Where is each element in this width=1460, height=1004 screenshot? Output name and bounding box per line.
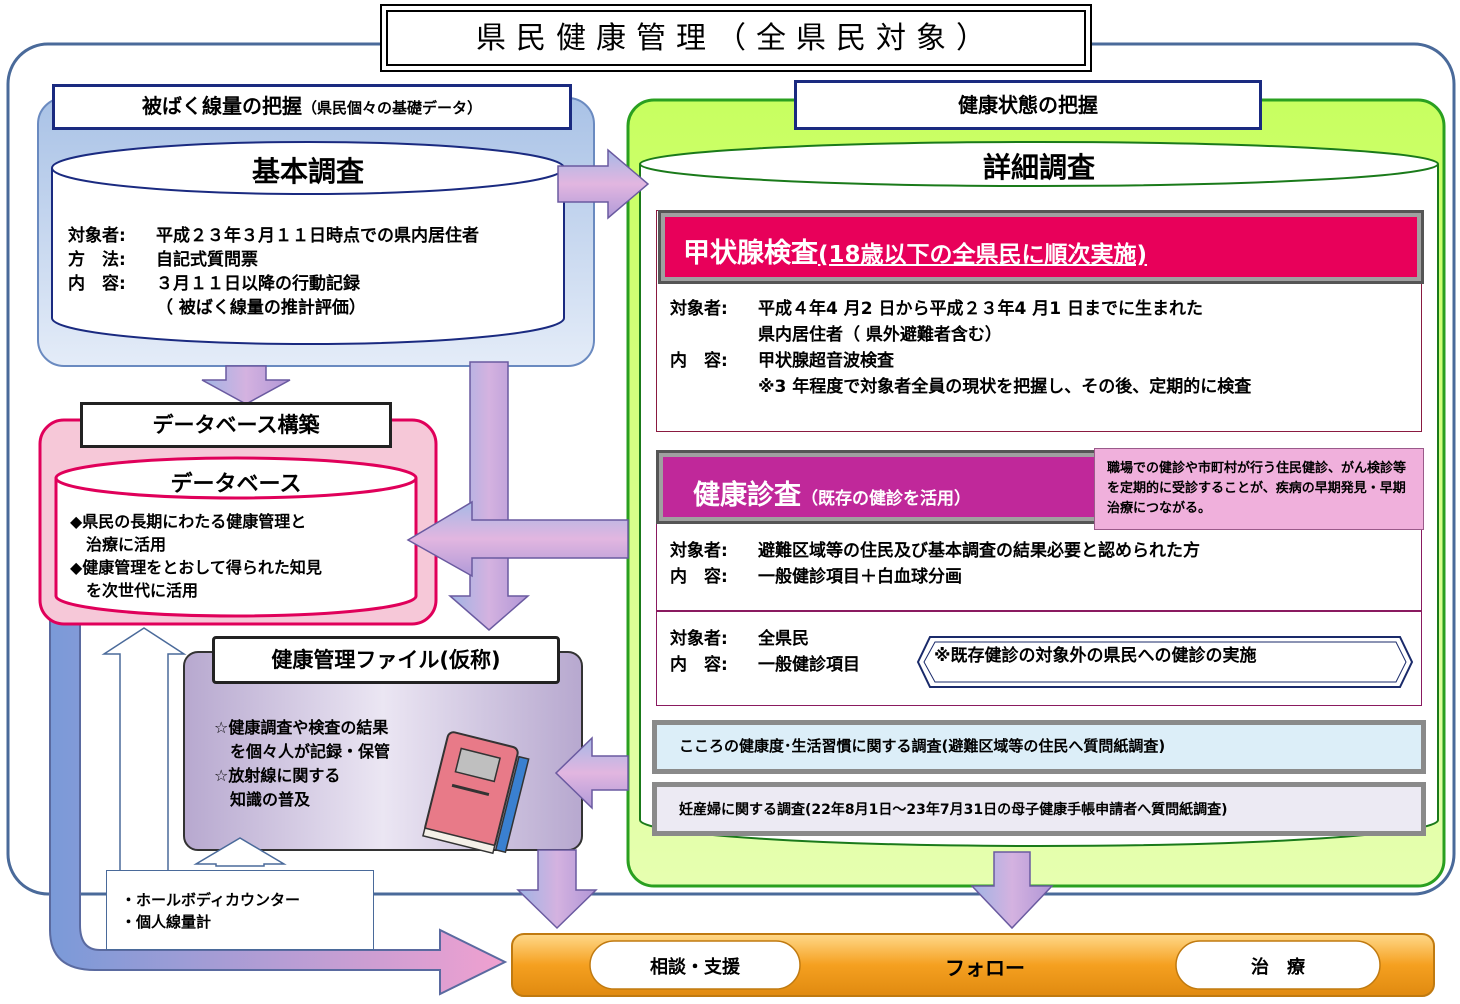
row-value: 平成２３年３月１１日時点での県内居住者 bbox=[156, 226, 479, 246]
notebook-icon bbox=[422, 731, 530, 855]
basic-row: 内 容: ３月１１日以降の行動記録 bbox=[68, 272, 558, 296]
thyroid-title: 甲状腺検査 bbox=[683, 238, 818, 269]
database-bullet: を次世代に活用 bbox=[70, 581, 199, 600]
row-key: 対象者: bbox=[670, 629, 728, 649]
database-title: データベース bbox=[170, 472, 302, 497]
database-bullet: ◆県民の長期にわたる健康管理と bbox=[70, 512, 307, 531]
health-file-bullet: を個々人が記録・保管 bbox=[214, 742, 391, 761]
arrow-file-to-follow bbox=[516, 849, 598, 930]
database-header: データベース構築 bbox=[80, 402, 392, 448]
basic-survey-rows: 対象者: 平成２３年３月１１日時点での県内居住者 方 法: 自記式質問票 内 容: ３… bbox=[68, 224, 558, 320]
row-value: ３月１１日以降の行動記録 bbox=[156, 274, 360, 294]
row-key bbox=[670, 374, 758, 400]
survey-bar-1: こころの健康度･生活習慣に関する調査(避難区域等の住民へ質問紙調査) bbox=[652, 720, 1426, 774]
hollow-arrow-to-file bbox=[193, 837, 287, 867]
checkup-callout: ※既存健診の対象外の県民への健診の実施 bbox=[934, 646, 1257, 666]
checkup-row: 内 容: 一般健診項目＋白血球分画 bbox=[670, 564, 1410, 590]
checkup-row: 内 容: 一般健診項目 bbox=[670, 652, 920, 678]
row-value: 自記式質問票 bbox=[156, 250, 258, 270]
main-title-box: 県民健康管理（全県民対象） bbox=[380, 4, 1092, 72]
thyroid-band: 甲状腺検査(18歳以下の全県民に順次実施) bbox=[658, 210, 1424, 284]
bottom-follow-arrow bbox=[49, 619, 508, 996]
follow-left-label: 相談・支援 bbox=[650, 957, 740, 978]
database-cylinder bbox=[54, 478, 418, 618]
health-file-header: 健康管理ファイル(仮称) bbox=[212, 636, 560, 684]
arrow-basic-to-detail bbox=[557, 148, 650, 220]
right-panel-header: 健康状態の把握 bbox=[794, 80, 1262, 130]
measurement-box: ・ホールボディカウンター ・個人線量計 bbox=[106, 870, 374, 950]
database-bullet: ◆健康管理をとおして得られた知見 bbox=[70, 558, 322, 577]
checkup-row: 対象者: 避難区域等の住民及び基本調査の結果必要と認められた方 bbox=[670, 538, 1410, 564]
checkup-title-sub: （既存の健診を活用） bbox=[801, 489, 971, 509]
checkup-row: 対象者: 全県民 bbox=[670, 626, 920, 652]
row-value: 全県民 bbox=[758, 629, 809, 649]
row-value: 一般健診項目＋白血球分画 bbox=[758, 567, 962, 587]
checkup-title: 健康診査 bbox=[693, 480, 801, 511]
health-file-bullet: ☆健康調査や検査の結果 bbox=[214, 718, 389, 737]
main-title: 県民健康管理（全県民対象） bbox=[476, 21, 996, 56]
row-value: 甲状腺超音波検査 bbox=[758, 351, 894, 371]
measurement-item: ・個人線量計 bbox=[121, 913, 212, 931]
health-file-bullet: ☆放射線に関する bbox=[214, 766, 341, 785]
row-value: 県内居住者（ 県外避難者含む） bbox=[758, 325, 1002, 345]
row-key: 対象者: bbox=[670, 541, 728, 561]
follow-right-pill bbox=[1175, 940, 1381, 990]
left-panel-header: 被ばく線量の把握（県民個々の基礎データ） bbox=[52, 84, 572, 130]
row-key bbox=[68, 296, 156, 320]
basic-row: 対象者: 平成２３年３月１１日時点での県内居住者 bbox=[68, 224, 558, 248]
arrow-detail-to-database bbox=[406, 500, 629, 578]
left-panel-header-sub: （県民個々の基礎データ） bbox=[301, 99, 482, 117]
left-panel-header-text: 被ばく線量の把握 bbox=[141, 94, 302, 118]
row-value: ※3 年程度で対象者全員の現状を把握し、その後、定期的に検査 bbox=[758, 377, 1252, 397]
row-key: 内 容: bbox=[670, 567, 728, 587]
arrow-detail-to-file bbox=[554, 736, 629, 810]
checkup-note: 職場での健診や市町村が行う住民健診、がん検診等を定期的に受診することが、疾病の早… bbox=[1094, 448, 1424, 530]
row-key: 対象者: bbox=[68, 226, 126, 246]
follow-center-label: フォロー bbox=[945, 956, 1025, 980]
survey-2-text: 妊産婦に関する調査(22年8月1日～23年7月31日の母子健康手帳申請者へ質問紙… bbox=[657, 787, 1421, 831]
arrow-basic-to-file bbox=[447, 361, 531, 631]
row-value: （ 被ばく線量の推計評価） bbox=[156, 298, 366, 318]
arrow-detail-to-follow bbox=[970, 851, 1054, 930]
thyroid-title-sub: (18歳以下の全県民に順次実施) bbox=[818, 242, 1148, 268]
health-file-bullets: ☆健康調査や検査の結果 を個々人が記録・保管 ☆放射線に関する 知識の普及 bbox=[214, 716, 454, 812]
follow-right-label: 治 療 bbox=[1251, 957, 1305, 978]
row-value: 平成４年4 月2 日から平成２３年4 月1 日までに生まれた bbox=[758, 299, 1203, 319]
health-file-bullet: 知識の普及 bbox=[214, 790, 311, 809]
thyroid-row: 県内居住者（ 県外避難者含む） bbox=[670, 322, 1410, 348]
checkup-rows1: 対象者: 避難区域等の住民及び基本調査の結果必要と認められた方 内 容: 一般健診項… bbox=[670, 538, 1410, 590]
basic-row: （ 被ばく線量の推計評価） bbox=[68, 296, 558, 320]
row-value: 一般健診項目 bbox=[758, 655, 860, 675]
row-key: 方 法: bbox=[68, 250, 126, 270]
database-bullets: ◆県民の長期にわたる健康管理と 治療に活用 ◆健康管理をとおして得られた知見 を… bbox=[70, 510, 416, 602]
basic-row: 方 法: 自記式質問票 bbox=[68, 248, 558, 272]
survey-1-text: こころの健康度･生活習慣に関する調査(避難区域等の住民へ質問紙調査) bbox=[657, 725, 1421, 769]
database-bullet: 治療に活用 bbox=[70, 535, 167, 554]
measurement-item: ・ホールボディカウンター bbox=[121, 891, 300, 909]
checkup-divider bbox=[656, 610, 1422, 612]
arrow-to-database bbox=[201, 365, 291, 405]
row-key bbox=[670, 322, 758, 348]
thyroid-row: ※3 年程度で対象者全員の現状を把握し、その後、定期的に検査 bbox=[670, 374, 1410, 400]
row-key: 内 容: bbox=[68, 274, 126, 294]
thyroid-rows: 対象者: 平成４年4 月2 日から平成２３年4 月1 日までに生まれた 県内居住者… bbox=[670, 296, 1410, 400]
hollow-arrow-to-database bbox=[101, 627, 187, 889]
survey-bar-2: 妊産婦に関する調査(22年8月1日～23年7月31日の母子健康手帳申請者へ質問紙… bbox=[652, 782, 1426, 836]
basic-survey-cylinder bbox=[51, 168, 565, 345]
thyroid-row: 対象者: 平成４年4 月2 日から平成２３年4 月1 日までに生まれた bbox=[670, 296, 1410, 322]
checkup-rows2: 対象者: 全県民 内 容: 一般健診項目 bbox=[670, 626, 920, 678]
basic-survey-title: 基本調査 bbox=[251, 155, 364, 188]
thyroid-row: 内 容: 甲状腺超音波検査 bbox=[670, 348, 1410, 374]
row-key: 対象者: bbox=[670, 299, 728, 319]
row-key: 内 容: bbox=[670, 655, 728, 675]
row-value: 避難区域等の住民及び基本調査の結果必要と認められた方 bbox=[758, 541, 1200, 561]
row-key: 内 容: bbox=[670, 351, 728, 371]
detail-survey-title: 詳細調査 bbox=[982, 151, 1095, 184]
follow-left-pill bbox=[589, 940, 801, 990]
